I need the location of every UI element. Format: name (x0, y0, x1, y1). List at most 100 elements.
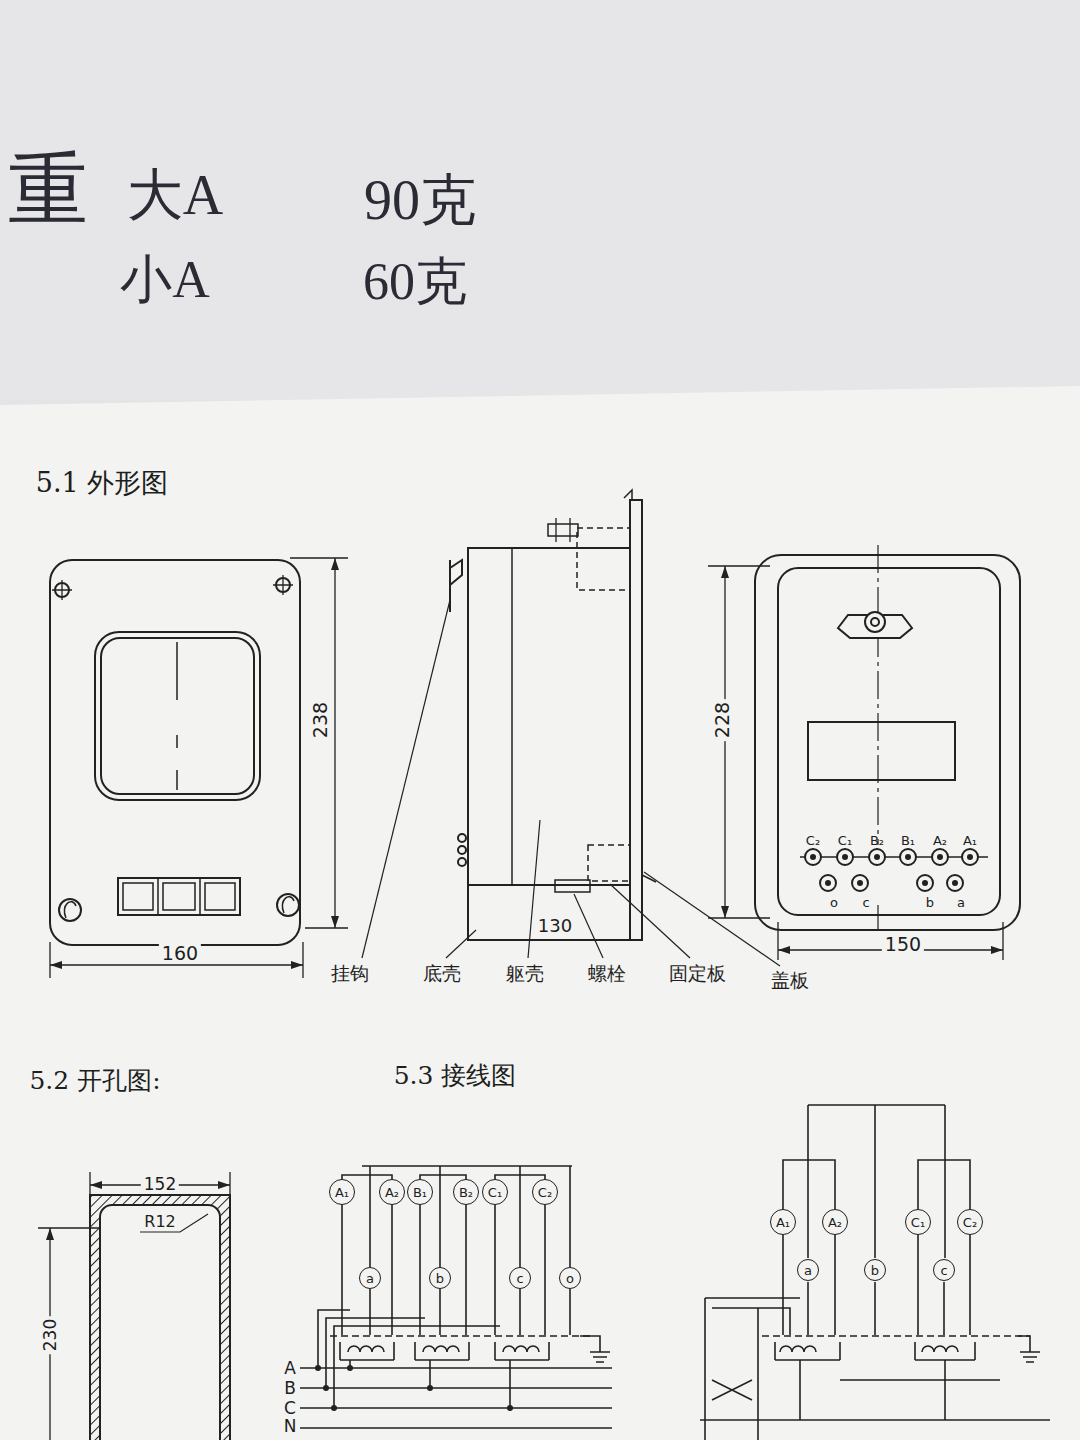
meter-circle: C₁ (905, 1209, 931, 1235)
side-view (548, 524, 578, 536)
rear-view (967, 854, 973, 860)
leader-line (446, 930, 476, 958)
panel-cutout (100, 1205, 220, 1440)
rear-view (755, 555, 1020, 930)
terminal-label: A₁ (963, 834, 977, 847)
dimension: R12 (144, 1214, 175, 1230)
meter-circle: A₂ (822, 1209, 848, 1235)
meter-circle: C₁ (482, 1179, 508, 1205)
wiring-diagram (330, 1335, 592, 1337)
section-heading: 5.3 接线图 (394, 1063, 517, 1088)
terminal-label: o (830, 896, 838, 909)
rear-view (805, 849, 821, 865)
wiring-diagram (300, 1368, 612, 1428)
meter-symbol-text: A₁ (776, 1216, 790, 1229)
side-view (450, 560, 462, 612)
meter-circle: A₁ (329, 1179, 355, 1205)
wiring-diagram (780, 1346, 958, 1352)
front-view (277, 894, 299, 916)
phase-label: B (284, 1380, 296, 1397)
wiring-diagram (347, 1365, 353, 1371)
front-view (64, 902, 76, 918)
side-view (468, 885, 630, 940)
rear-view (877, 545, 878, 930)
meter-symbol-text: B₂ (459, 1186, 473, 1199)
meter-symbol-text: b (436, 1272, 444, 1285)
panel-cutout (38, 1172, 230, 1440)
meter-symbol-text: b (871, 1264, 879, 1277)
terminal-label: C₁ (838, 834, 852, 847)
wiring-diagram (507, 1405, 513, 1411)
meter-symbol-text: C₂ (963, 1216, 977, 1229)
dimension: 152 (141, 1175, 179, 1194)
panel-cutout (90, 1195, 230, 1440)
wiring-diagram (808, 1105, 945, 1258)
rear-view (932, 849, 948, 865)
terminal-circle: b (429, 1267, 451, 1289)
terminal-circle: o (559, 1267, 581, 1289)
meter-symbol-text: o (566, 1272, 574, 1285)
meter-symbol-text: C₂ (538, 1186, 552, 1199)
side-view (458, 858, 466, 866)
terminal-label: b (926, 896, 934, 909)
meter-symbol-text: c (940, 1264, 947, 1277)
rear-view (810, 854, 816, 860)
wiring-diagram (783, 1235, 970, 1335)
wiring-diagram (362, 1166, 572, 1267)
dimension: 150 (882, 934, 924, 955)
terminal-label: C₂ (806, 834, 820, 847)
rear-view (947, 875, 963, 891)
wiring-diagram (342, 1205, 545, 1335)
side-view (458, 846, 466, 854)
front-view (50, 558, 348, 978)
rear-view (857, 880, 863, 886)
dimension: 230 (41, 1316, 60, 1354)
rear-view (708, 566, 1003, 960)
meter-symbol-text: A₂ (385, 1186, 399, 1199)
meter-circle: B₁ (407, 1179, 433, 1205)
wiring-diagram (300, 1105, 1050, 1440)
rear-view (810, 854, 973, 886)
wiring-diagram (318, 1310, 500, 1408)
terminal-label: B₂ (870, 834, 884, 847)
rear-view (805, 849, 978, 891)
panel-cutout (38, 1172, 230, 1440)
wiring-diagram (340, 1342, 549, 1360)
front-view (123, 878, 235, 915)
side-view (588, 845, 630, 881)
wiring-diagram (331, 1405, 337, 1411)
side-view (450, 490, 656, 940)
wiring-diagram (370, 1289, 570, 1335)
wiring-diagram (712, 1380, 752, 1400)
wiring-diagram (323, 1385, 329, 1391)
rear-view (838, 615, 912, 638)
part-name: 挂钩 (331, 964, 369, 983)
wiring-diagram (348, 1346, 539, 1352)
handwritten-note: 小A (120, 254, 210, 306)
wiring-diagram (342, 1175, 545, 1179)
wiring-diagram (762, 1335, 1030, 1337)
leader-line (574, 894, 603, 958)
meter-symbol-text: a (804, 1264, 812, 1277)
rear-view (937, 854, 943, 860)
part-name: 螺栓 (588, 964, 626, 983)
meter-symbol-text: A₁ (335, 1186, 349, 1199)
rear-view (922, 880, 928, 886)
rear-view (905, 854, 911, 860)
meter-circle: C₂ (532, 1179, 558, 1205)
meter-symbol-text: A₂ (828, 1216, 842, 1229)
meter-circle: C₂ (957, 1209, 983, 1235)
rear-view (842, 854, 848, 860)
meter-symbol-text: B₁ (413, 1186, 427, 1199)
rear-view (820, 875, 836, 891)
rear-view (952, 880, 958, 886)
front-view (50, 558, 348, 978)
meter-symbol-text: a (366, 1272, 374, 1285)
front-view (118, 878, 240, 915)
terminal-circle: c (509, 1267, 531, 1289)
terminal-circle: a (359, 1267, 381, 1289)
rear-view (962, 849, 978, 865)
front-view (52, 580, 72, 600)
wiring-diagram (800, 1360, 1000, 1420)
